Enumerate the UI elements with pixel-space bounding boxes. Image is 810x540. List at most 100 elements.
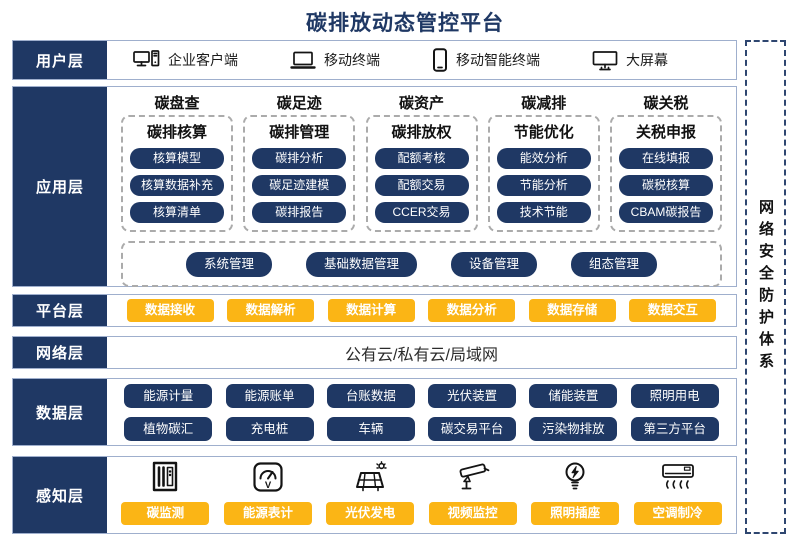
air-conditioner-icon xyxy=(661,458,695,496)
data-item-chip: 照明用电 xyxy=(630,383,719,408)
data-item-chip: 储能装置 xyxy=(529,383,618,408)
layer-user: 用户层 企业客户端 xyxy=(12,40,737,80)
perception-item-cctv-camera: 视频监控 xyxy=(428,458,517,525)
data-row-2: 植物碳汇 充电桩 车辆 碳交易平台 污染物排放 第三方平台 xyxy=(111,416,732,441)
smartphone-icon xyxy=(432,48,448,72)
app-item-chip: 碳税核算 xyxy=(619,175,713,196)
security-sidebar-label: 网络安全防护体系 xyxy=(757,199,774,375)
application-columns: 碳盘查 碳排核算 核算模型 核算数据补充 核算清单 碳足迹 碳排管理 碳排分析 … xyxy=(121,93,722,232)
app-item-chip: 在线填报 xyxy=(619,148,713,169)
app-item-chip: 碳排报告 xyxy=(252,202,347,223)
user-item-enterprise-client: 企业客户端 xyxy=(133,50,238,70)
svg-text:V: V xyxy=(265,480,272,491)
big-screen-icon xyxy=(592,50,618,71)
app-item-chip: 核算清单 xyxy=(130,202,224,223)
data-item-chip: 碳交易平台 xyxy=(428,416,517,441)
common-item-chip: 组态管理 xyxy=(571,251,658,277)
layer-label-data: 数据层 xyxy=(13,379,107,445)
app-column-carbon-tariff: 碳关税 关税申报 在线填报 碳税核算 CBAM碳报告 xyxy=(610,93,722,232)
layer-platform: 平台层 数据接收 数据解析 数据计算 数据分析 数据存储 数据交互 xyxy=(12,294,737,327)
platform-layer-content: 数据接收 数据解析 数据计算 数据分析 数据存储 数据交互 xyxy=(107,295,736,326)
app-item-chip: 配额考核 xyxy=(374,148,469,169)
perception-item-light-bulb: 照明插座 xyxy=(531,458,620,525)
platform-item-chip: 数据交互 xyxy=(629,299,717,322)
app-group-title: 碳排核算 xyxy=(146,124,207,141)
perception-item-carbon-monitor: 碳监测 xyxy=(121,458,210,525)
app-column-carbon-footprint: 碳足迹 碳排管理 碳排分析 碳足迹建模 碳排报告 xyxy=(243,93,356,232)
app-item-chip: CBAM碳报告 xyxy=(619,202,713,223)
data-item-chip: 第三方平台 xyxy=(630,416,719,441)
perception-label-chip: 视频监控 xyxy=(428,502,517,525)
layer-network: 网络层 公有云/私有云/局域网 xyxy=(12,336,737,369)
page-title: 碳排放动态管控平台 xyxy=(306,12,504,35)
app-column-header: 碳资产 xyxy=(398,95,444,112)
app-column-box: 碳排核算 核算模型 核算数据补充 核算清单 xyxy=(121,115,233,232)
app-common-management-box: 系统管理 基础数据管理 设备管理 组态管理 xyxy=(121,241,722,287)
platform-item-chip: 数据分析 xyxy=(428,299,516,322)
data-item-chip: 台账数据 xyxy=(326,383,415,408)
data-row-1: 能源计量 能源账单 台账数据 光伏装置 储能装置 照明用电 xyxy=(111,383,732,408)
app-column-header: 碳足迹 xyxy=(276,95,322,112)
platform-item-chip: 数据计算 xyxy=(327,299,415,322)
layer-application: 应用层 碳盘查 碳排核算 核算模型 核算数据补充 核算清单 碳足迹 碳排管理 xyxy=(12,86,737,287)
user-item-label: 移动智能终端 xyxy=(456,52,540,68)
user-item-mobile-terminal: 移动终端 xyxy=(290,50,380,70)
data-item-chip: 车辆 xyxy=(326,416,415,441)
laptop-icon xyxy=(290,51,316,70)
platform-item-chip: 数据存储 xyxy=(528,299,616,322)
app-column-carbon-asset: 碳资产 碳排放权 配额考核 配额交易 CCER交易 xyxy=(365,93,478,232)
solar-panel-icon xyxy=(352,458,388,496)
app-group-title: 碳排放权 xyxy=(391,124,452,141)
security-sidebar: 网络安全防护体系 xyxy=(745,40,786,534)
perception-item-solar-panel: 光伏发电 xyxy=(326,458,415,525)
data-item-chip: 植物碳汇 xyxy=(124,416,213,441)
layer-label-perception: 感知层 xyxy=(13,457,107,533)
app-column-box: 关税申报 在线填报 碳税核算 CBAM碳报告 xyxy=(610,115,722,232)
perception-layer-content: 碳监测 V 能源表计 xyxy=(107,457,736,533)
perception-label-chip: 能源表计 xyxy=(223,502,312,525)
data-layer-content: 能源计量 能源账单 台账数据 光伏装置 储能装置 照明用电 植物碳汇 充电桩 车… xyxy=(107,379,736,445)
app-group-title: 关税申报 xyxy=(635,124,696,141)
common-item-chip: 设备管理 xyxy=(451,251,538,277)
app-group-title: 碳排管理 xyxy=(269,124,330,141)
app-item-chip: 核算模型 xyxy=(130,148,224,169)
app-column-header: 碳关税 xyxy=(643,95,689,112)
application-layer-content: 碳盘查 碳排核算 核算模型 核算数据补充 核算清单 碳足迹 碳排管理 碳排分析 … xyxy=(107,87,736,287)
layer-label-application: 应用层 xyxy=(13,87,107,286)
user-item-label: 大屏幕 xyxy=(626,52,668,68)
data-item-chip: 充电桩 xyxy=(225,416,314,441)
desktop-pc-icon xyxy=(133,50,160,70)
app-column-header: 碳盘查 xyxy=(154,95,200,112)
app-item-chip: 能效分析 xyxy=(496,148,591,169)
layer-label-network: 网络层 xyxy=(13,337,107,368)
user-item-smart-mobile: 移动智能终端 xyxy=(432,48,540,72)
perception-item-air-conditioner: 空调制冷 xyxy=(633,458,722,525)
user-item-label: 移动终端 xyxy=(324,52,380,68)
user-layer-content: 企业客户端 移动终端 移动智能终端 xyxy=(107,41,736,79)
layer-data: 数据层 能源计量 能源账单 台账数据 光伏装置 储能装置 照明用电 植物碳汇 充… xyxy=(12,378,737,446)
platform-item-chip: 数据接收 xyxy=(126,299,214,322)
common-item-chip: 基础数据管理 xyxy=(305,251,417,277)
app-column-box: 碳排管理 碳排分析 碳足迹建模 碳排报告 xyxy=(243,115,356,232)
cctv-camera-icon xyxy=(455,458,491,496)
architecture-diagram: 用户层 企业客户端 xyxy=(12,40,737,534)
perception-label-chip: 碳监测 xyxy=(121,502,210,525)
app-column-carbon-reduction: 碳减排 节能优化 能效分析 节能分析 技术节能 xyxy=(487,93,600,232)
app-group-title: 节能优化 xyxy=(513,124,574,141)
layer-label-platform: 平台层 xyxy=(13,295,107,326)
layer-label-user: 用户层 xyxy=(13,41,107,79)
data-item-chip: 污染物排放 xyxy=(529,416,618,441)
perception-label-chip: 照明插座 xyxy=(531,502,620,525)
app-column-carbon-inventory: 碳盘查 碳排核算 核算模型 核算数据补充 核算清单 xyxy=(121,93,233,232)
app-item-chip: CCER交易 xyxy=(374,202,469,223)
app-item-chip: 节能分析 xyxy=(496,175,591,196)
perception-label-chip: 光伏发电 xyxy=(326,502,415,525)
energy-meter-icon: V xyxy=(252,458,284,496)
data-item-chip: 能源账单 xyxy=(225,383,314,408)
common-item-chip: 系统管理 xyxy=(185,251,272,277)
network-layer-content: 公有云/私有云/局域网 xyxy=(107,337,736,368)
data-item-chip: 能源计量 xyxy=(124,383,213,408)
network-cloud-text: 公有云/私有云/局域网 xyxy=(345,346,498,364)
user-item-label: 企业客户端 xyxy=(168,52,238,68)
app-item-chip: 碳足迹建模 xyxy=(252,175,347,196)
